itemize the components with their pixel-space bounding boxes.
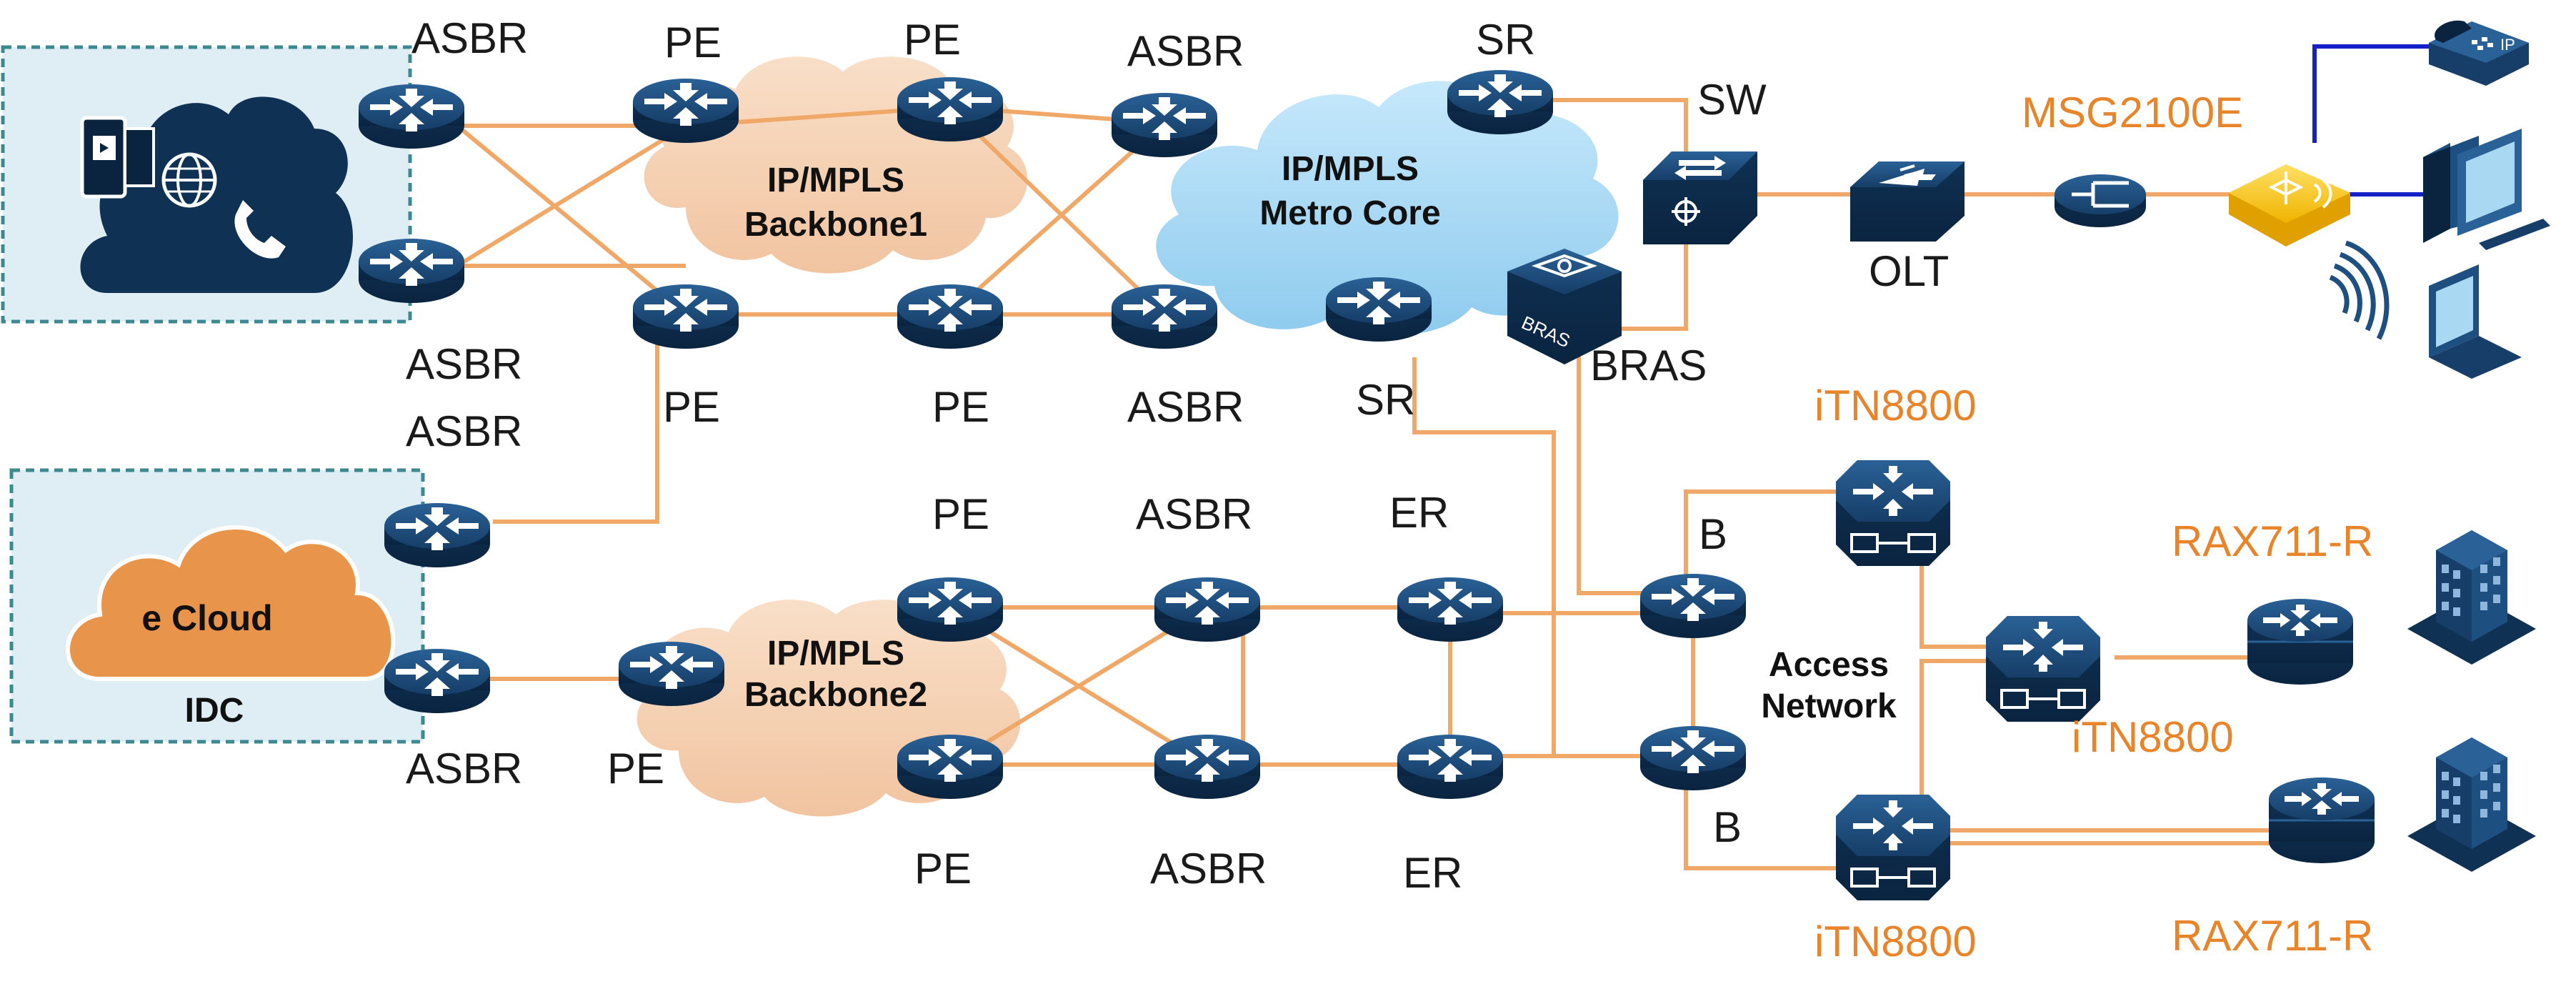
label-pe: PE xyxy=(664,19,722,66)
router-icon xyxy=(359,84,464,149)
router-icon xyxy=(1447,70,1553,134)
router-icon xyxy=(897,577,1003,642)
router-icon xyxy=(1112,284,1217,349)
switch-icon xyxy=(1642,150,1759,246)
backbone1-line1: IP/MPLS xyxy=(767,161,904,199)
label-itn8800: iTN8800 xyxy=(2072,713,2234,761)
router-icon xyxy=(1640,726,1746,790)
backbone2-line1: IP/MPLS xyxy=(767,635,904,672)
itn8800-icon xyxy=(1985,615,2102,723)
label-b: B xyxy=(1713,803,1742,851)
labels: ASBR PE PE ASBR SR SW MSG2100E OLT ASBR … xyxy=(141,14,2373,965)
label-pe: PE xyxy=(932,490,989,538)
router-icon xyxy=(897,735,1003,799)
e-cloud-shape xyxy=(66,525,396,681)
backbone2-line2: Backbone2 xyxy=(744,676,927,714)
e-cloud-label: e Cloud xyxy=(141,598,272,638)
router-icon xyxy=(1397,735,1503,799)
backbone1-line2: Backbone1 xyxy=(744,206,927,244)
label-pe: PE xyxy=(904,16,961,64)
metro-core-line2: Metro Core xyxy=(1259,194,1440,232)
router-icon xyxy=(619,642,724,706)
splitter-icon xyxy=(2055,174,2146,227)
router-icon xyxy=(1326,277,1432,342)
msg-gateway-icon xyxy=(2229,164,2350,247)
access-network-line1: Access xyxy=(1769,646,1889,684)
label-asbr: ASBR xyxy=(406,407,522,455)
label-pe: PE xyxy=(932,383,989,431)
desktop-pc-icon xyxy=(2423,129,2550,250)
access-network-line2: Network xyxy=(1761,687,1897,725)
label-msg2100e: MSG2100E xyxy=(2022,89,2243,136)
rax-router-icon xyxy=(2267,776,2376,865)
label-asbr: ASBR xyxy=(406,745,522,792)
label-bras: BRAS xyxy=(1590,342,1707,389)
label-er: ER xyxy=(1389,489,1449,537)
label-sr: SR xyxy=(1476,16,1535,64)
label-pe: PE xyxy=(607,745,664,792)
label-itn8800: iTN8800 xyxy=(1814,382,1977,429)
label-asbr: ASBR xyxy=(411,14,528,62)
label-pe: PE xyxy=(914,845,972,893)
building-icon xyxy=(2407,530,2536,665)
router-icon xyxy=(897,77,1003,141)
label-sr: SR xyxy=(1356,376,1415,424)
label-rax711r: RAX711-R xyxy=(2172,517,2373,565)
router-icon xyxy=(1154,735,1260,799)
rax-router-icon xyxy=(2246,597,2355,686)
metro-core-line1: IP/MPLS xyxy=(1282,150,1419,188)
bras-icon: BRAS xyxy=(1507,249,1622,364)
router-icon xyxy=(1112,93,1217,157)
laptop-icon xyxy=(2429,264,2522,379)
label-rax711r: RAX711-R xyxy=(2172,912,2373,960)
router-icon xyxy=(1640,574,1746,638)
building-icon xyxy=(2407,737,2536,872)
olt-icon xyxy=(1849,160,1966,243)
label-b: B xyxy=(1699,510,1727,558)
label-itn8800: iTN8800 xyxy=(1814,918,1977,965)
label-asbr: ASBR xyxy=(1150,845,1267,893)
router-icon xyxy=(633,79,739,143)
metro-core-cloud xyxy=(1156,81,1619,335)
router-icon xyxy=(1154,577,1260,642)
label-pe: PE xyxy=(663,383,720,431)
router-icon xyxy=(1397,577,1503,642)
router-icon xyxy=(633,284,739,349)
router-icon xyxy=(359,239,464,303)
router-icon xyxy=(384,503,490,567)
ip-phone-icon: IP xyxy=(2429,20,2529,86)
itn8800-icon xyxy=(1834,793,1952,902)
label-sw: SW xyxy=(1697,76,1767,124)
label-asbr: ASBR xyxy=(1127,27,1244,75)
wifi-waves-icon xyxy=(2329,240,2390,340)
itn8800-icon xyxy=(1834,459,1952,567)
idc-label: IDC xyxy=(185,692,244,730)
label-asbr: ASBR xyxy=(406,340,522,388)
label-asbr: ASBR xyxy=(1127,383,1244,431)
router-icon xyxy=(897,284,1003,349)
ip-phone-tag: IP xyxy=(2500,36,2515,54)
label-er: ER xyxy=(1403,849,1462,897)
router-icon xyxy=(384,649,490,713)
label-asbr: ASBR xyxy=(1136,490,1252,538)
cloud-services-icon xyxy=(80,96,353,293)
label-olt: OLT xyxy=(1869,247,1949,295)
